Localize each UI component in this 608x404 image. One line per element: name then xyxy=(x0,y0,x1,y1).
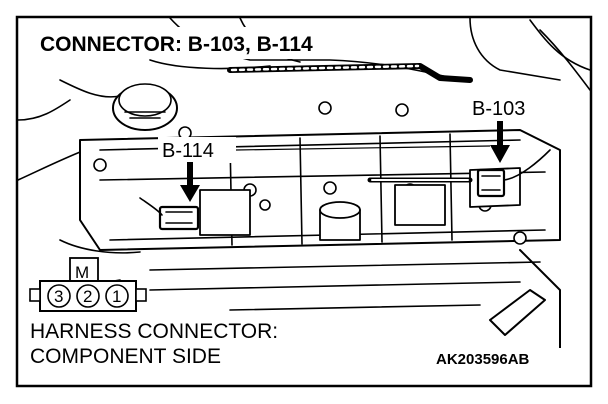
callout-b103-label: B-103 xyxy=(472,98,525,120)
caption-backdrop xyxy=(26,317,326,369)
title-backdrop xyxy=(34,27,368,59)
pin-label-3: 3 xyxy=(54,287,63,306)
callout-b114-label: B-114 xyxy=(162,140,214,162)
figure-code: AK203596AB xyxy=(436,351,530,368)
caption-line-1: HARNESS CONNECTOR: xyxy=(30,320,278,343)
connector-marker: M xyxy=(75,263,89,282)
connector-pin-3 xyxy=(47,284,71,308)
callout-b103-arrow xyxy=(490,121,510,163)
connector-face-diagram: M 3 2 1 xyxy=(29,257,147,312)
callout-b114-arrow xyxy=(180,162,200,202)
callout-b114-leader xyxy=(235,145,491,151)
figure-code-backdrop xyxy=(433,348,561,370)
connector-pin-1 xyxy=(105,284,129,308)
pin-label-1: 1 xyxy=(112,287,121,306)
connector-left-ear xyxy=(29,288,41,302)
caption-line-2: COMPONENT SIDE xyxy=(30,345,221,368)
connector-right-ear xyxy=(135,288,147,302)
connector-pin-2 xyxy=(76,284,100,308)
connector-b114-shape xyxy=(158,205,200,231)
callout-b103-backdrop xyxy=(468,95,548,121)
diagram-title: CONNECTOR: B-103, B-114 xyxy=(40,33,313,56)
pin-label-2: 2 xyxy=(83,287,92,306)
callout-b114-backdrop xyxy=(158,137,236,163)
connector-b103-shape xyxy=(476,168,506,198)
